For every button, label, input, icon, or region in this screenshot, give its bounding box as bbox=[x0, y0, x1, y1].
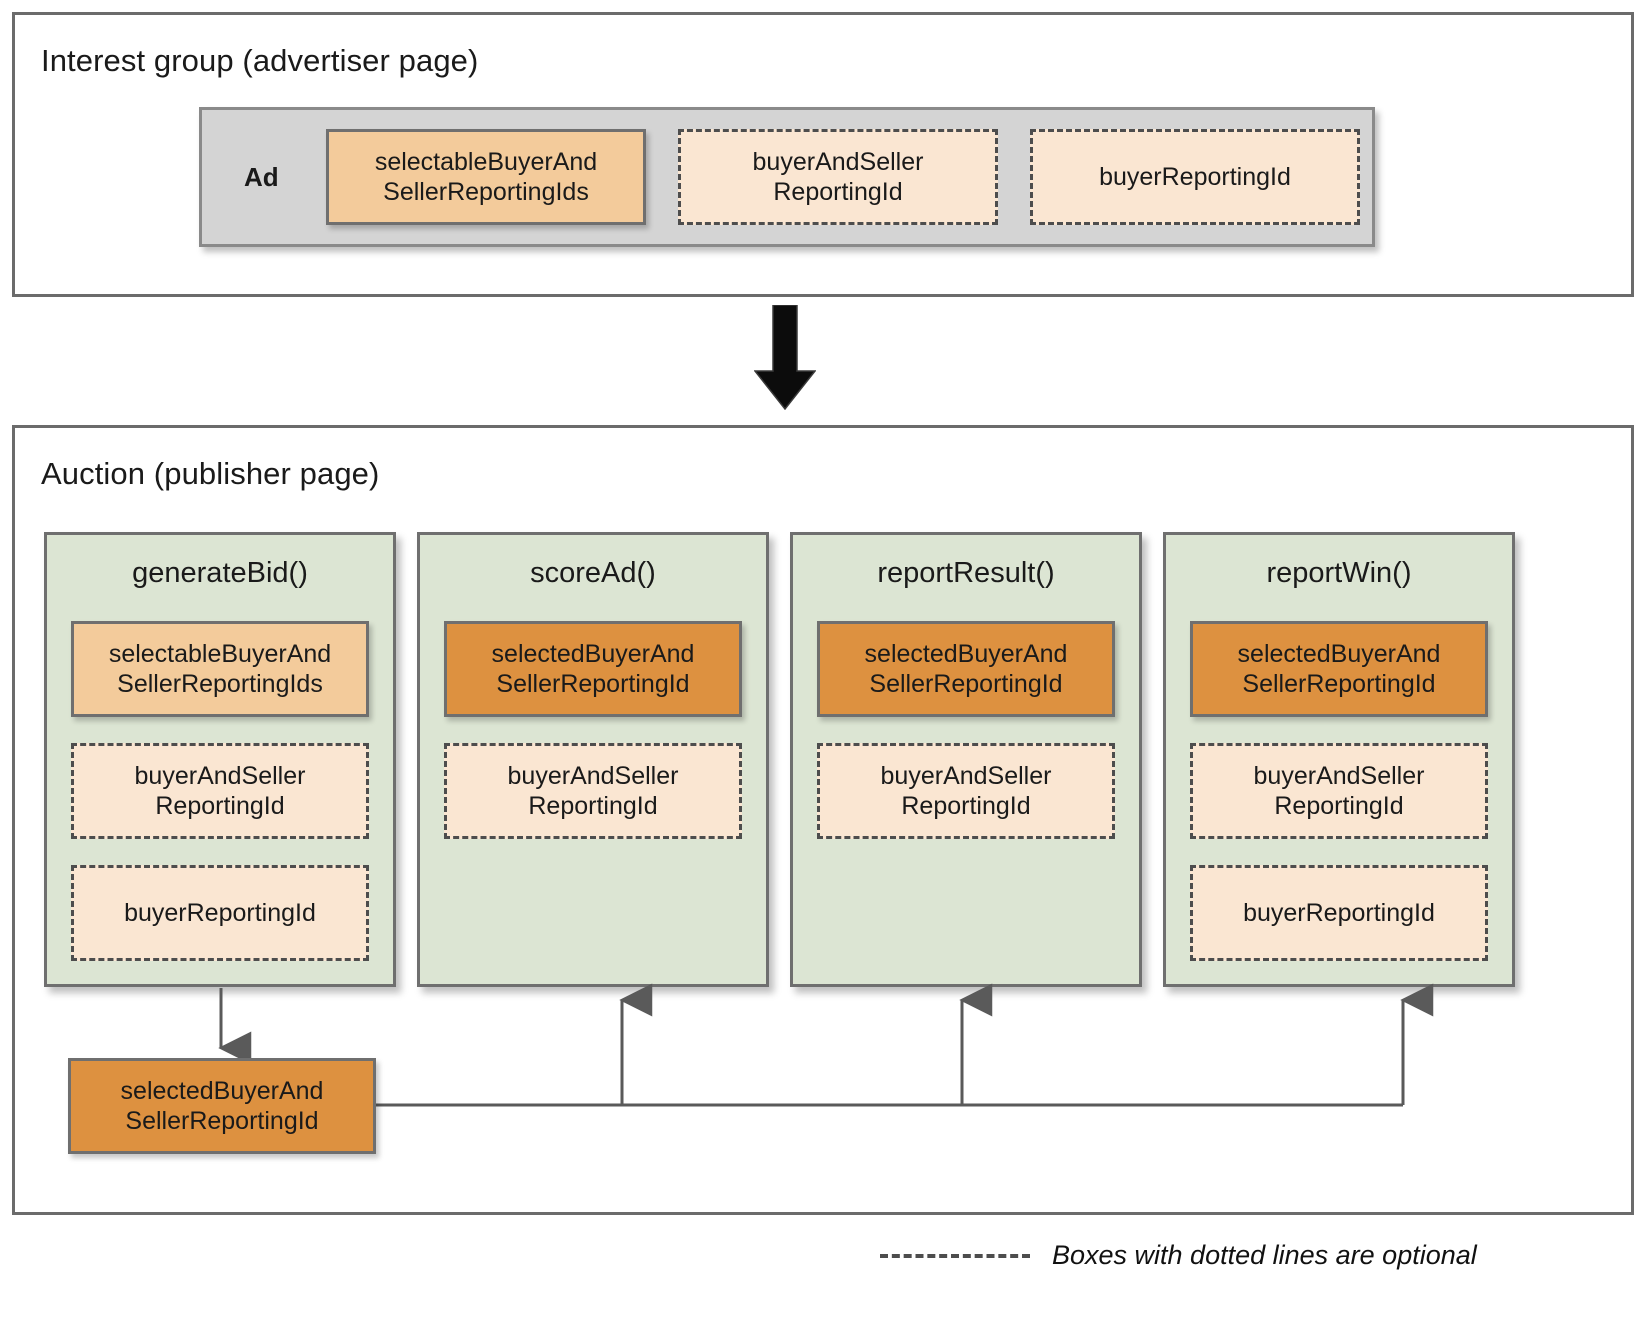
down-arrow-icon bbox=[753, 304, 817, 411]
ad-label: Ad bbox=[244, 161, 279, 192]
interest-group-title: Interest group (advertiser page) bbox=[41, 43, 479, 78]
auction-title: Auction (publisher page) bbox=[41, 456, 380, 491]
legend: Boxes with dotted lines are optional bbox=[880, 1240, 1477, 1271]
function-column-report-win: reportWin() selectedBuyerAnd SellerRepor… bbox=[1163, 532, 1515, 987]
score-ad-chip-buyer-and-seller-reporting-id: buyerAndSeller ReportingId bbox=[444, 743, 742, 839]
function-title-report-win: reportWin() bbox=[1266, 557, 1412, 589]
chip-buyer-reporting-id: buyerReportingId bbox=[1030, 129, 1360, 225]
generate-bid-chip-selectable-buyer-and-seller-reporting-ids: selectableBuyerAnd SellerReportingIds bbox=[71, 621, 369, 717]
output-node-selected-buyer-and-seller-reporting-id: selectedBuyerAnd SellerReportingId bbox=[68, 1058, 376, 1154]
score-ad-chip-selected-buyer-and-seller-reporting-id: selectedBuyerAnd SellerReportingId bbox=[444, 621, 742, 717]
generate-bid-chip-buyer-reporting-id: buyerReportingId bbox=[71, 865, 369, 961]
function-title-score-ad: scoreAd() bbox=[530, 557, 656, 589]
function-title-report-result: reportResult() bbox=[877, 557, 1055, 589]
function-column-report-result: reportResult() selectedBuyerAnd SellerRe… bbox=[790, 532, 1142, 987]
generate-bid-chip-buyer-and-seller-reporting-id: buyerAndSeller ReportingId bbox=[71, 743, 369, 839]
function-title-generate-bid: generateBid() bbox=[132, 557, 308, 589]
function-column-score-ad: scoreAd() selectedBuyerAnd SellerReporti… bbox=[417, 532, 769, 987]
function-column-generate-bid: generateBid() selectableBuyerAnd SellerR… bbox=[44, 532, 396, 987]
report-result-chip-selected-buyer-and-seller-reporting-id: selectedBuyerAnd SellerReportingId bbox=[817, 621, 1115, 717]
legend-label: Boxes with dotted lines are optional bbox=[1052, 1240, 1477, 1270]
report-win-chip-buyer-and-seller-reporting-id: buyerAndSeller ReportingId bbox=[1190, 743, 1488, 839]
report-win-chip-buyer-reporting-id: buyerReportingId bbox=[1190, 865, 1488, 961]
ad-container: Ad selectableBuyerAnd SellerReportingIds… bbox=[199, 107, 1375, 247]
report-result-chip-buyer-and-seller-reporting-id: buyerAndSeller ReportingId bbox=[817, 743, 1115, 839]
chip-selectable-buyer-and-seller-reporting-ids: selectableBuyerAnd SellerReportingIds bbox=[326, 129, 646, 225]
legend-dashed-line-sample bbox=[880, 1253, 1030, 1258]
chip-buyer-and-seller-reporting-id: buyerAndSeller ReportingId bbox=[678, 129, 998, 225]
report-win-chip-selected-buyer-and-seller-reporting-id: selectedBuyerAnd SellerReportingId bbox=[1190, 621, 1488, 717]
interest-group-panel: Interest group (advertiser page) Ad sele… bbox=[12, 12, 1634, 297]
